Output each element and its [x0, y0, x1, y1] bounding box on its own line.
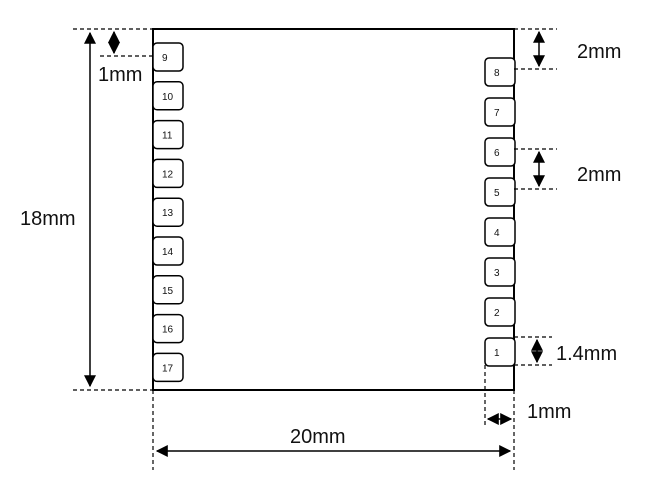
- pin-pad: [152, 352, 184, 383]
- pin-pitch-dimension: 2mm: [514, 148, 621, 190]
- pin-pad: [152, 197, 184, 227]
- right-top-offset-label: 2mm: [577, 41, 621, 63]
- pin-pad: [152, 81, 184, 111]
- pin-number: 16: [162, 325, 174, 336]
- pin-pad: [484, 97, 516, 127]
- pin-number: 7: [494, 108, 500, 119]
- pin-pitch-label: 2mm: [577, 164, 621, 186]
- pin-pad: [484, 57, 516, 87]
- pin-3: 3: [484, 257, 516, 287]
- pin-number: 14: [162, 247, 174, 258]
- pin-pad: [484, 337, 516, 367]
- pin-pad: [484, 217, 516, 247]
- pin-4: 4: [484, 217, 516, 247]
- height-label: 18mm: [20, 208, 76, 230]
- top-offset-label: 1mm: [98, 64, 142, 86]
- pin-width-dimension: 1mm: [484, 365, 571, 428]
- pin-number: 1: [494, 348, 500, 359]
- pin-number: 9: [162, 53, 168, 64]
- pin-number: 12: [162, 169, 174, 180]
- pin-pad: [484, 297, 516, 327]
- pin-11: 11: [152, 119, 184, 150]
- pin-number: 8: [494, 68, 500, 79]
- pin-height-dimension: 1.4mm: [514, 336, 617, 366]
- pin-pad: [152, 42, 184, 72]
- pin-pad: [484, 257, 516, 287]
- pin-number: 5: [494, 188, 500, 199]
- pin-number: 3: [494, 268, 500, 279]
- pin-15: 15: [152, 275, 184, 305]
- pin-pad: [484, 177, 516, 207]
- width-label: 20mm: [290, 426, 346, 448]
- pin-pad: [152, 158, 184, 189]
- pin-number: 17: [162, 363, 174, 374]
- right-top-offset-dimension: 2mm: [514, 28, 621, 70]
- pin-7: 7: [484, 97, 516, 127]
- pin-number: 10: [162, 92, 174, 103]
- pin-height-label: 1.4mm: [556, 343, 617, 365]
- pin-number: 2: [494, 308, 500, 319]
- width-dimension: 20mm: [152, 390, 515, 470]
- module-outline: [152, 28, 515, 391]
- pin-pad: [152, 236, 184, 266]
- pin-pad: [152, 275, 184, 305]
- pin-13: 13: [152, 197, 184, 227]
- pin-width-label: 1mm: [527, 401, 571, 423]
- pin-12: 12: [152, 158, 184, 189]
- pin-6: 6: [484, 137, 516, 167]
- pin-pad: [484, 137, 516, 167]
- pin-pad: [152, 119, 184, 150]
- pin-number: 6: [494, 148, 500, 159]
- pin-14: 14: [152, 236, 184, 266]
- left-pin-column: 9 10 11 12 13 14 15 16 17: [152, 42, 184, 383]
- pin-number: 13: [162, 208, 174, 219]
- top-offset-dimension: 1mm: [98, 30, 153, 86]
- pin-17: 17: [152, 352, 184, 383]
- pin-8: 8: [484, 57, 516, 87]
- pin-16: 16: [152, 313, 184, 344]
- pin-5: 5: [484, 177, 516, 207]
- pin-pad: [152, 313, 184, 344]
- pin-2: 2: [484, 297, 516, 327]
- right-pin-column: 8 7 6 5 4 3 2 1: [484, 57, 516, 367]
- pin-number: 11: [162, 131, 173, 142]
- pin-1: 1: [484, 337, 516, 367]
- pin-10: 10: [152, 81, 184, 111]
- pin-number: 15: [162, 286, 174, 297]
- height-dimension: 18mm: [20, 28, 153, 391]
- pin-number: 4: [494, 228, 500, 239]
- pin-9: 9: [152, 42, 184, 72]
